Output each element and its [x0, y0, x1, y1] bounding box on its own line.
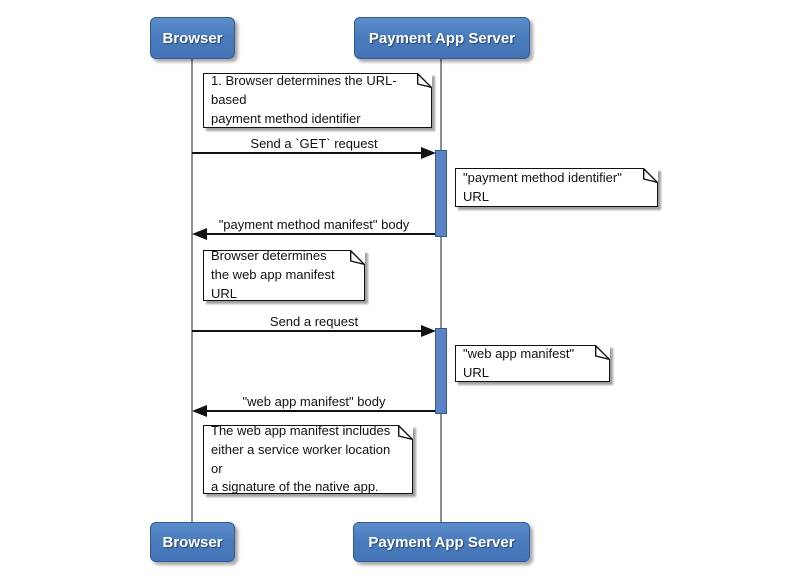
actor-label: Payment App Server	[368, 533, 515, 551]
note-text: The web app manifest includes either a s…	[211, 422, 391, 495]
note-browser-determines-manifest-url: Browser determines the web app manifest …	[203, 248, 366, 301]
note-fold-icon	[595, 344, 611, 360]
message-label-payment-method-manifest-body: "payment method manifest" body	[218, 217, 410, 232]
actor-label: Browser	[162, 29, 223, 47]
note-manifest-contents: The web app manifest includes either a s…	[203, 423, 414, 494]
message-label-web-app-manifest-body: "web app manifest" body	[242, 394, 386, 409]
arrowhead-left-icon	[192, 405, 207, 417]
arrowhead-left-icon	[192, 228, 207, 240]
actor-payment-app-server-top: Payment App Server	[354, 17, 530, 59]
note-fold-icon	[350, 249, 366, 265]
arrowhead-right-icon	[421, 147, 436, 159]
browser-lifeline	[191, 59, 193, 522]
note-text: "payment method identifier" URL	[463, 169, 622, 204]
note-payment-method-identifier-url: "payment method identifier" URL	[455, 167, 659, 207]
actor-label: Browser	[162, 533, 223, 551]
note-fold-icon	[643, 167, 659, 183]
actor-browser-bottom: Browser	[150, 522, 235, 562]
message-label-get-request: Send a `GET` request	[250, 136, 378, 151]
server-activation-bar-2	[435, 328, 447, 414]
actor-payment-app-server-bottom: Payment App Server	[353, 522, 530, 562]
note-text: "web app manifest" URL	[463, 345, 575, 380]
payment-app-server-lifeline	[440, 59, 442, 522]
message-line	[192, 330, 424, 332]
note-text: Browser determines the web app manifest …	[211, 248, 335, 301]
message-line	[192, 152, 424, 154]
message-label-send-request: Send a request	[269, 314, 359, 329]
note-url-based-identifier: 1. Browser determines the URL-based paym…	[203, 72, 433, 128]
server-activation-bar-1	[435, 150, 447, 237]
note-web-app-manifest-url: "web app manifest" URL	[455, 344, 611, 382]
message-line	[198, 233, 435, 235]
actor-browser-top: Browser	[150, 17, 235, 59]
arrowhead-right-icon	[421, 325, 436, 337]
actor-label: Payment App Server	[368, 29, 516, 47]
note-fold-icon	[417, 72, 433, 88]
message-line	[198, 410, 435, 412]
note-text: 1. Browser determines the URL-based paym…	[211, 73, 397, 126]
note-fold-icon	[398, 424, 414, 440]
